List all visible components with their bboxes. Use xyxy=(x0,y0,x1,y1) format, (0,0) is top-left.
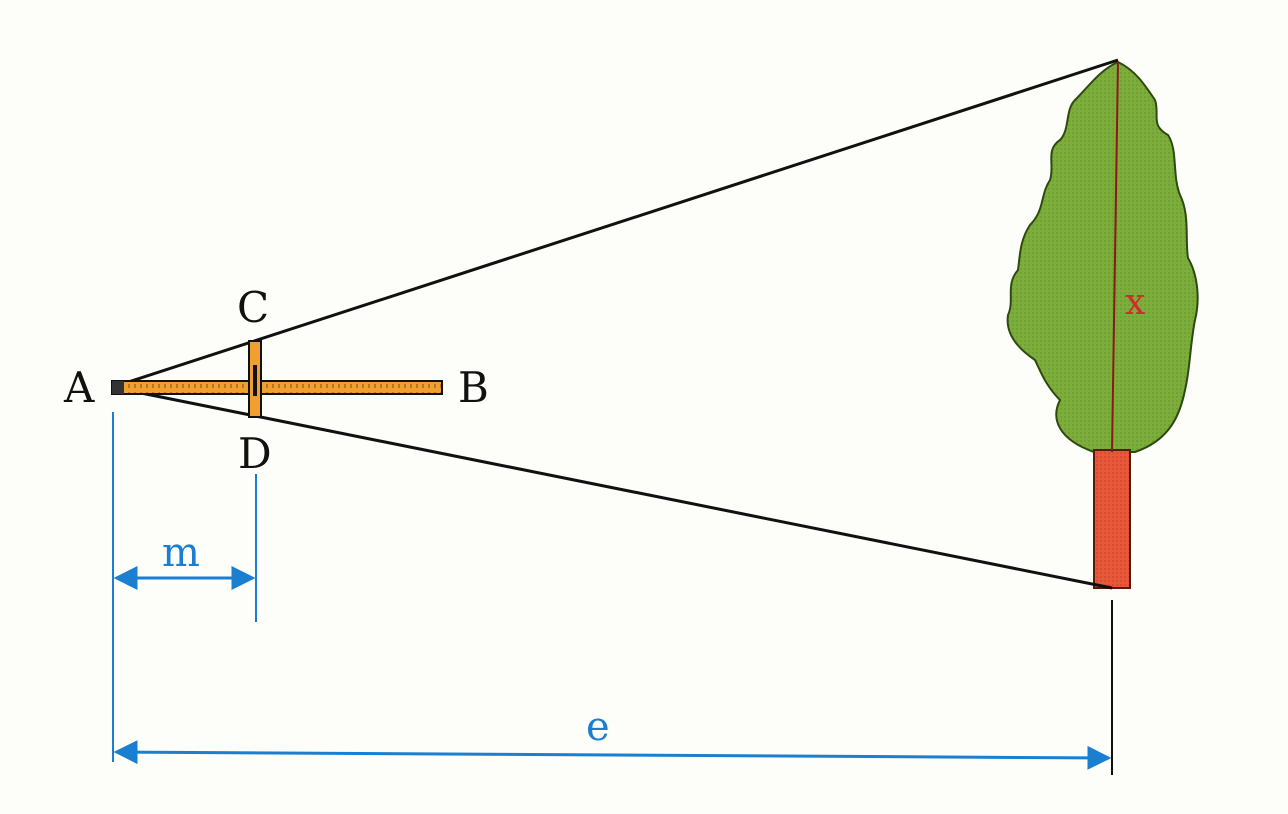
upper-sight-line xyxy=(115,58,1119,388)
ruler-ab xyxy=(111,380,443,395)
label-point-b: B xyxy=(458,363,489,412)
label-distance-m: m xyxy=(162,530,200,576)
tree-trunk xyxy=(1093,449,1131,589)
ruler-tip-a xyxy=(112,381,124,394)
label-point-a: A xyxy=(63,363,95,412)
dimension-arrow-e xyxy=(113,740,1112,770)
label-distance-e: e xyxy=(586,704,610,750)
label-point-c: C xyxy=(237,283,269,332)
height-line-x xyxy=(1111,61,1119,453)
label-height-x: x xyxy=(1125,282,1145,323)
lower-sight-line xyxy=(115,386,1113,590)
label-point-d: D xyxy=(238,429,272,478)
tree-foliage xyxy=(1006,60,1199,453)
